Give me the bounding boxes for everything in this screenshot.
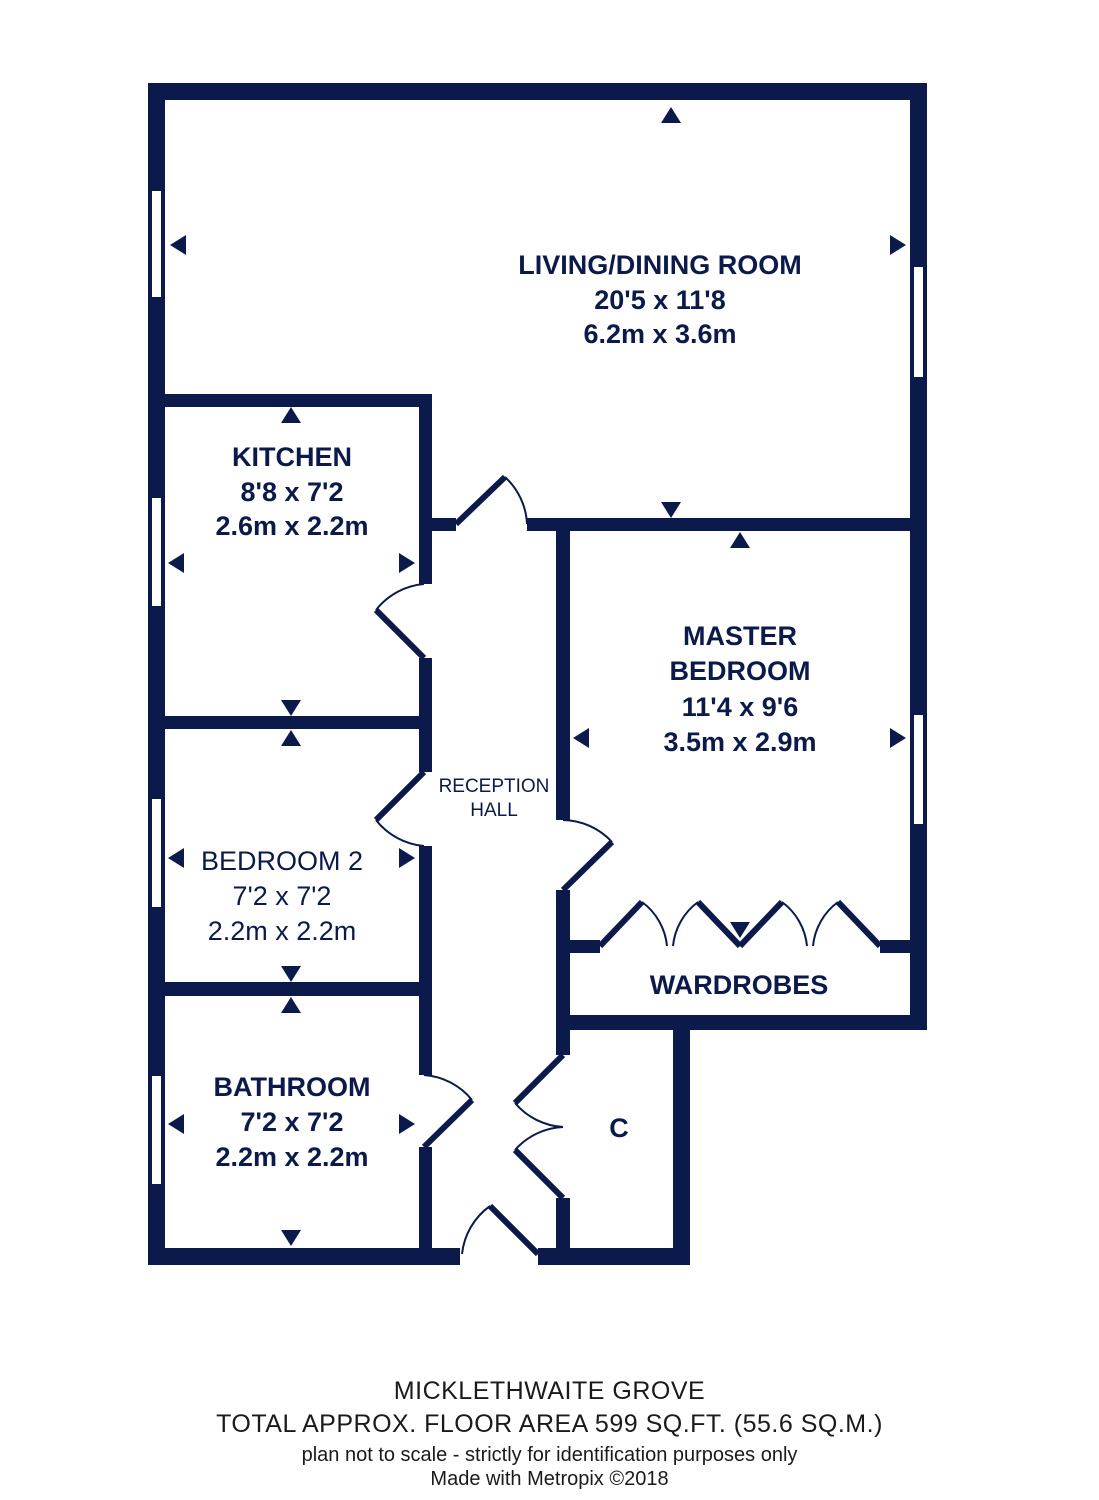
property-name: MICKLETHWAITE GROVE xyxy=(393,1377,706,1405)
wall-kitchen-bottom xyxy=(148,716,432,729)
wall-bottom-right xyxy=(538,1248,690,1265)
arrow-up-icon xyxy=(661,107,681,123)
bedroom2-metric: 2.2m x 2.2m xyxy=(208,916,357,946)
disclaimer: plan not to scale - strictly for identif… xyxy=(301,1444,798,1466)
bathroom-name: BATHROOM xyxy=(214,1072,371,1102)
reception-hall-label-1: RECEPTION xyxy=(439,776,550,797)
wardrobe-doors xyxy=(597,899,883,949)
living-room-name: LIVING/DINING ROOM xyxy=(518,250,802,280)
door-entrance xyxy=(461,1203,541,1257)
credit: Made with Metropix ©2018 xyxy=(430,1468,669,1490)
bedroom2-imperial: 7'2 x 7'2 xyxy=(233,881,332,911)
arrow-down-icon xyxy=(661,502,681,518)
door-bedroom2 xyxy=(373,769,427,847)
arrow-down-icon xyxy=(281,700,301,716)
wall-bed2-right-a xyxy=(419,716,432,772)
wall-top xyxy=(148,83,927,100)
master-bedroom-name-2: BEDROOM xyxy=(670,656,811,686)
window-master xyxy=(912,713,925,826)
arrow-left-icon xyxy=(170,235,186,255)
arrow-down-icon xyxy=(281,966,301,982)
wall-bottom-left xyxy=(148,1248,460,1265)
arrow-right-icon xyxy=(890,235,906,255)
wall-bed2-bottom xyxy=(148,982,432,996)
door-living xyxy=(453,474,528,527)
bathroom-metric: 2.2m x 2.2m xyxy=(215,1142,368,1172)
living-room-imperial: 20'5 x 11'8 xyxy=(594,285,725,315)
arrow-right-icon xyxy=(399,1114,415,1134)
arrow-down-icon xyxy=(281,1230,301,1246)
arrow-down-icon xyxy=(730,922,750,938)
wall-bath-right-a xyxy=(419,982,432,1075)
kitchen-metric: 2.6m x 2.2m xyxy=(215,511,368,541)
wall-bath-right-b xyxy=(419,1147,432,1265)
labels: LIVING/DINING ROOM 20'5 x 11'8 6.2m x 3.… xyxy=(201,250,828,1172)
wall-step-horizontal xyxy=(570,1015,927,1030)
cupboard-label: C xyxy=(609,1113,629,1143)
wall-kitchen-top xyxy=(148,394,432,407)
window-bedroom2 xyxy=(150,797,163,909)
wall-right-upper xyxy=(910,83,927,1030)
arrow-right-icon xyxy=(399,553,415,573)
arrow-left-icon xyxy=(168,848,184,868)
windows xyxy=(150,189,925,1186)
wall-hall-top-left xyxy=(419,518,456,531)
arrow-right-icon xyxy=(890,728,906,748)
wall-bed2-right-b xyxy=(419,846,432,996)
wall-hall-right-c xyxy=(556,1198,570,1265)
wall-hall-right-b xyxy=(556,890,570,1055)
doors xyxy=(373,474,883,1257)
arrow-left-icon xyxy=(168,553,184,573)
arrow-left-icon xyxy=(168,1114,184,1134)
wall-wardrobe-left xyxy=(570,940,600,953)
window-bathroom xyxy=(150,1074,163,1186)
kitchen-name: KITCHEN xyxy=(232,442,352,472)
arrow-up-icon xyxy=(281,730,301,746)
arrow-left-icon xyxy=(573,728,589,748)
master-bedroom-imperial: 11'4 x 9'6 xyxy=(682,692,798,722)
dimension-arrows xyxy=(168,107,906,1246)
window-kitchen xyxy=(150,496,163,608)
wall-kitchen-right-a xyxy=(419,394,432,584)
wardrobes-label: WARDROBES xyxy=(650,970,829,1000)
master-bedroom-metric: 3.5m x 2.9m xyxy=(663,727,816,757)
kitchen-imperial: 8'8 x 7'2 xyxy=(241,477,344,507)
living-room-metric: 6.2m x 3.6m xyxy=(583,319,736,349)
wall-living-bottom xyxy=(527,518,927,531)
arrow-up-icon xyxy=(281,997,301,1013)
arrow-right-icon xyxy=(399,848,415,868)
window-living-right xyxy=(912,265,925,379)
door-master xyxy=(560,819,615,893)
window-living-left xyxy=(150,189,163,299)
door-cupboard xyxy=(512,1052,566,1201)
floor-area: TOTAL APPROX. FLOOR AREA 599 SQ.FT. (55.… xyxy=(216,1410,883,1438)
arrow-up-icon xyxy=(281,407,301,423)
wall-wardrobe-right xyxy=(880,940,927,953)
reception-hall-label-2: HALL xyxy=(470,800,518,821)
wall-hall-right-a xyxy=(556,518,570,820)
door-kitchen xyxy=(373,583,427,661)
bathroom-imperial: 7'2 x 7'2 xyxy=(241,1107,344,1137)
wall-left xyxy=(148,83,165,1265)
arrow-up-icon xyxy=(730,532,750,548)
door-bathroom xyxy=(421,1074,475,1150)
master-bedroom-name-1: MASTER xyxy=(683,621,797,651)
wall-step-vertical xyxy=(673,1015,690,1265)
bedroom2-name: BEDROOM 2 xyxy=(201,846,363,876)
